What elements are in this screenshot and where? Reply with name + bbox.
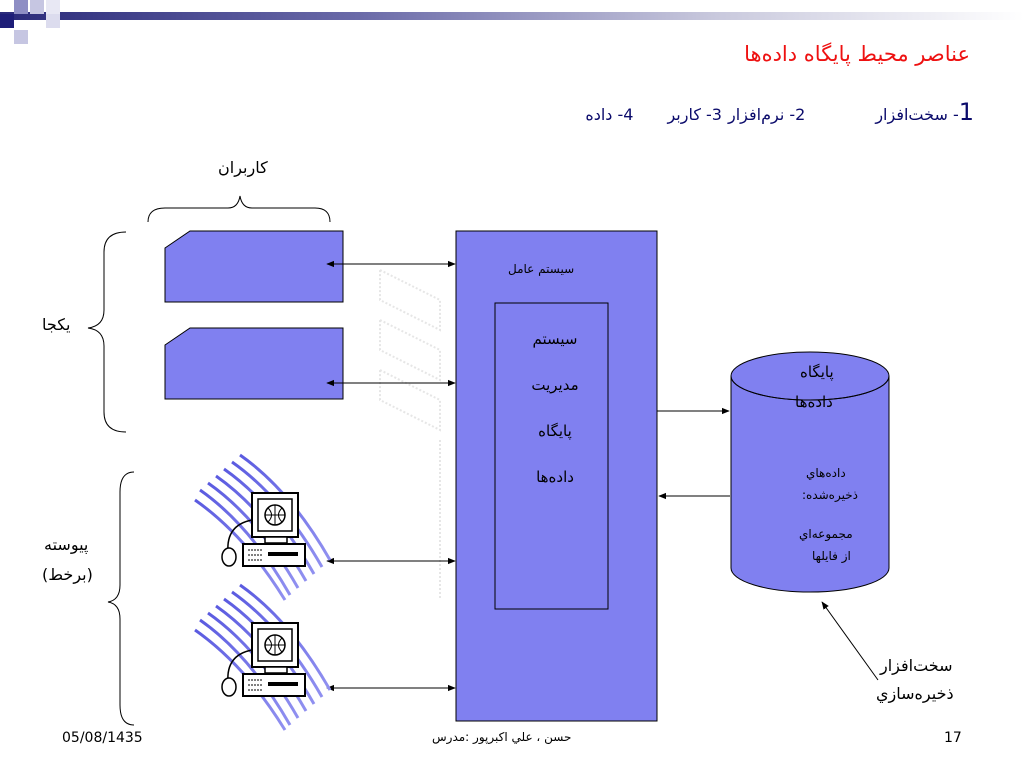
computer-terminal-icon [194, 453, 332, 601]
local-user-card-2 [164, 327, 344, 400]
stored-line-4: از فایلها [812, 549, 851, 563]
local-user-card-1 [164, 230, 344, 303]
users-brace [147, 195, 331, 223]
stored-line-3: مجموعه‌اي [799, 527, 853, 541]
footer-date: 05/08/1435 [62, 730, 143, 746]
footer-page-number: 17 [944, 730, 962, 746]
component-number-1: 1 [958, 98, 974, 126]
online-label-sub: (برخط) [42, 565, 93, 584]
os-label: سیستم عامل [508, 262, 575, 276]
users-label: کاربران [218, 158, 268, 177]
header-square-4 [14, 30, 28, 44]
online-brace [107, 471, 135, 726]
components-line: 1- سخت‌افزار 2- نرم‌افزار 3- کاربر 4- داده [585, 98, 974, 126]
stored-line-1: داده‌هاي [806, 466, 846, 480]
header-square-2 [14, 0, 28, 14]
watermark-shape [379, 268, 441, 600]
header-square-3 [30, 0, 44, 14]
computer-terminal-icon [194, 583, 332, 731]
storage-hardware-line-2: ذخيره‌سازي [876, 684, 954, 703]
database-line-2: داده‌ها [795, 393, 833, 411]
component-hardware: - سخت‌افزار [875, 105, 959, 124]
database-cylinder [730, 376, 890, 593]
footer-author: حسن ، علي اکبرپور :مدرس [432, 730, 572, 744]
dbms-line-2: مدیریت [531, 376, 579, 394]
component-user: 3- کاربر [667, 105, 722, 124]
dbms-line-3: پایگاه [538, 422, 572, 440]
storage-hardware-line-1: سخت‌افزار [880, 656, 953, 675]
arrow-storage-hardware [821, 601, 879, 681]
header-square-5 [46, 14, 60, 28]
dbms-box [494, 302, 609, 610]
header-gradient-bar [0, 12, 1024, 20]
header-square-1 [0, 14, 14, 28]
local-label: یکجا [42, 315, 71, 334]
stored-line-2: ذخيره‌شده: [802, 488, 858, 502]
database-line-1: پایگاه [800, 363, 834, 381]
header-square-6 [46, 0, 60, 14]
local-brace [87, 231, 127, 433]
online-label: پیوسته [44, 535, 89, 554]
component-data: 4- داده [585, 105, 634, 124]
dbms-line-4: داده‌ها [536, 468, 574, 486]
slide-title: عناصر محيط پايگاه داده‌ها [744, 42, 970, 66]
component-software: 2- نرم‌افزار [727, 105, 806, 124]
dbms-line-1: سیستم [532, 330, 578, 348]
